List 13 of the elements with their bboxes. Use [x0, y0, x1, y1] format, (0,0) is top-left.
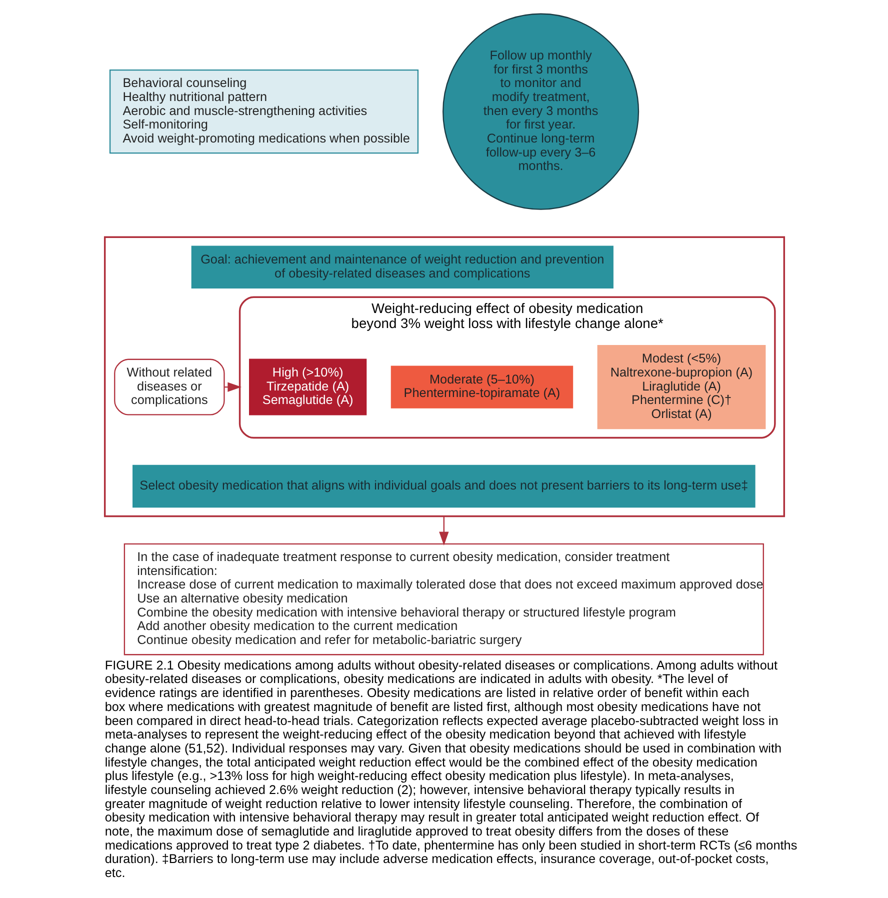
- node-box: Modest (<5%) Naltrexone-bupropion (A) Liraglutide (A) Phentermine (C)† Orlistat (A): [596, 344, 766, 429]
- node-box: Select obesity medication that aligns with individual goals and does not present barriers to its long-term use‡: [132, 464, 755, 508]
- node-box: Behavioral counseling Healthy nutritional pattern Aerobic and muscle-strengthening activities Self-monitoring Avoid weight-promoting medications when possible: [108, 68, 418, 154]
- arrow: [438, 516, 448, 546]
- node-box: Moderate (5–10%) Phentermine-topiramate (A): [390, 365, 573, 408]
- node-box: Goal: achievement and maintenance of weight reduction and prevention of obesity-related diseases and complications: [190, 245, 613, 288]
- node-box: In the case of inadequate treatment response to current obesity medication, consider treatment intensification: Increase dose of current medication to maximally tolerated dose that does not exceed maximum approved dose Use an alternative obesity medication Combine the obesity medication with intensive behavioral therapy or structured lifestyle program Add another obesity medication to the current medication Continue obesity medication and refer for metabolic-bariatric surgery: [123, 542, 764, 655]
- node-circle: Follow up monthly for first 3 months to monitor and modify treatment, then every 3 months for first year. Continue long-term follow-up every 3–6 months.: [442, 12, 639, 210]
- cluster: [103, 236, 785, 517]
- caption: FIGURE 2.1 Obesity medications among adults without obesity-related diseases or complications. Among adults without obesity-related diseases or complications, obesity medications are indicated in adults with obesity. *The level of evidence ratings are identified in parentheses. Obesity medications are listed in relative order of benefit within each box where medications with greatest magnitude of benefit are listed first, although most obesity medications have not been compared in direct head-to-head trials. Categorization reflects expected average placebo-subtracted weight loss in meta-analyses to represent the weight-reducing effect of the obesity medication beyond that achieved with lifestyle change alone (51,52). Individual responses may vary. Given that obesity medications should be used in combination with lifestyle changes, the total anticipated weight reduction effect would be the combined effect of the obesity medication plus lifestyle (e.g., >13% loss for high weight-reducing effect obesity medication plus lifestyle). In meta-analyses, lifestyle counseling achieved 2.6% weight reduction (2); however, intensive behavioral therapy typically results in greater magnitude of weight reduction relative to lower intensity lifestyle counseling. Therefore, the combination of obesity medication with intensive behavioral therapy may result in greater total anticipated weight reduction effect. Of note, the maximum dose of semaglutide and liraglutide approved to treat obesity differs from the doses of these medications approved to treat type 2 diabetes. †To date, phentermine has only been studied in short-term RCTs (≤6 months duration). ‡Barriers to long-term use may include adverse medication effects, insurance coverage, out-of-pocket costs, etc.: [104, 658, 797, 880]
- node-box: High (>10%) Tirzepatide (A) Semaglutide (A): [248, 358, 366, 415]
- node-box: Without related diseases or complications: [114, 358, 224, 415]
- arrow: [224, 382, 242, 392]
